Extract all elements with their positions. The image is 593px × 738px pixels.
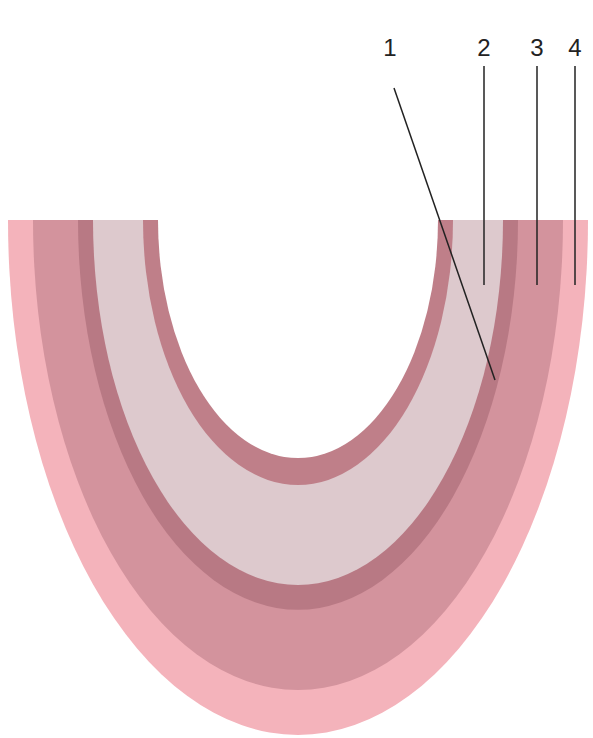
callout-number: 3: [529, 36, 544, 60]
callout-number: 2: [476, 36, 491, 60]
light-layer: [93, 220, 503, 585]
leader-line: [483, 66, 485, 285]
dark-band: [78, 220, 518, 610]
leader-line: [536, 66, 538, 285]
callout-number: 1: [382, 36, 397, 60]
lumen: [158, 220, 438, 458]
inner-band: [143, 220, 453, 485]
callout-number: 4: [567, 36, 582, 60]
leader-line: [574, 66, 576, 285]
outer-layer: [8, 220, 588, 735]
muscle-layer: [33, 220, 563, 690]
leader-line: [394, 88, 495, 380]
